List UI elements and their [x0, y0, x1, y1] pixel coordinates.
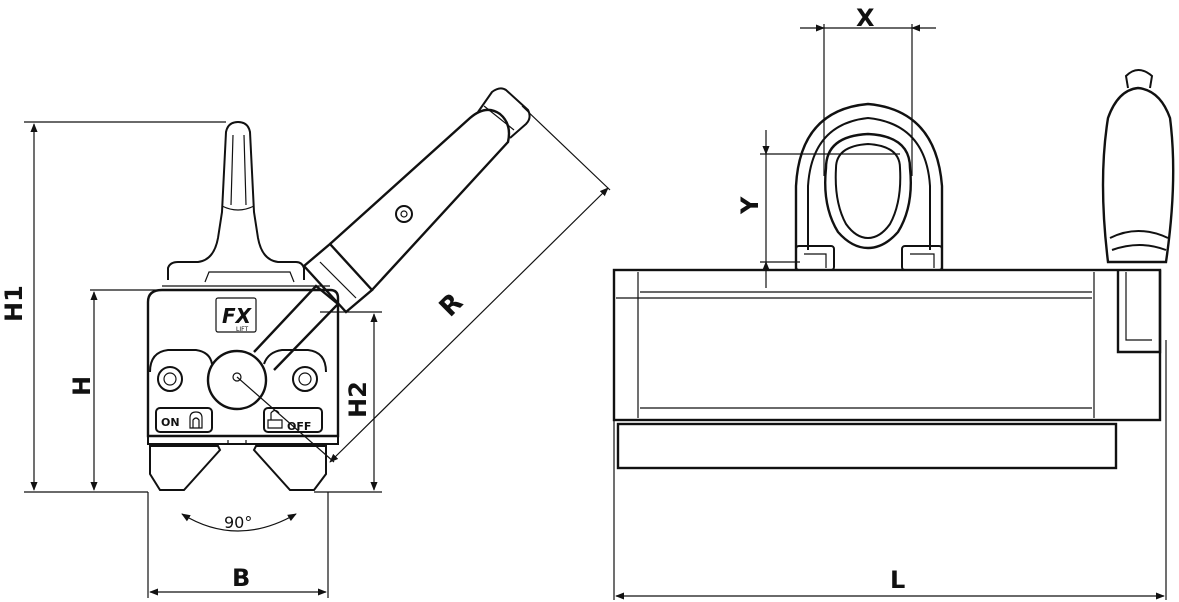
dim-y-label: Y	[736, 196, 764, 215]
front-bottom-plate	[616, 422, 1118, 470]
front-view	[612, 69, 1175, 470]
dim-l-label: L	[890, 566, 905, 594]
dim-x-label: X	[856, 4, 875, 32]
pole-shoe-left	[149, 445, 222, 491]
pole-shoe-right	[252, 445, 327, 491]
left-bolt	[157, 366, 183, 392]
on-indicator: ON	[155, 407, 213, 433]
on-label: ON	[161, 416, 180, 429]
side-dimensions: H1 H H2 B 90° R	[0, 105, 611, 598]
dim-h1-label: H1	[0, 285, 28, 322]
right-bolt	[292, 366, 318, 392]
dim-b-label: B	[232, 564, 250, 592]
padlock-closed-icon	[189, 411, 203, 429]
handle-pin	[395, 205, 413, 223]
dim-r-label: R	[434, 288, 469, 323]
lifting-eye-fin	[167, 120, 305, 280]
logo-sub: LIFT	[236, 326, 248, 333]
dim-h2-label: H2	[344, 381, 372, 418]
side-handle	[1101, 69, 1175, 354]
dim-angle-label: 90°	[224, 513, 252, 532]
rotary-knob	[206, 349, 268, 411]
off-label: OFF	[287, 420, 311, 433]
lifting-eye-ring	[794, 102, 944, 271]
dim-h-label: H	[68, 376, 96, 396]
side-view: FX LIFT ON OFF	[146, 87, 531, 491]
logo-mark: FX	[222, 304, 253, 328]
off-indicator: OFF	[263, 407, 323, 433]
handle-arm	[253, 87, 531, 371]
fx-lift-logo: FX LIFT	[215, 297, 257, 333]
padlock-open-icon	[267, 409, 283, 429]
front-dimensions: X Y L	[613, 4, 1167, 600]
